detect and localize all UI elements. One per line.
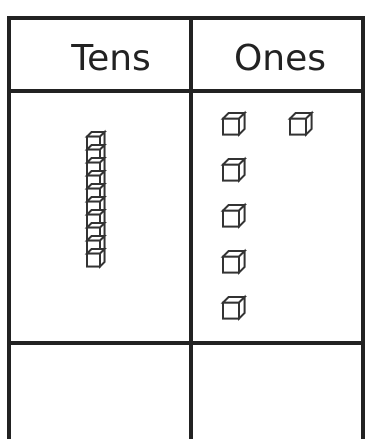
ones-cube bbox=[223, 113, 245, 135]
ones-cube bbox=[223, 205, 245, 227]
tens-answer-cell[interactable] bbox=[11, 345, 189, 437]
ones-cube bbox=[223, 251, 245, 273]
ones-header: Ones bbox=[234, 38, 326, 79]
tens-rod-cube bbox=[87, 249, 105, 267]
tens-rod bbox=[87, 132, 105, 267]
ones-cube bbox=[223, 297, 245, 319]
ones-answer-cell[interactable] bbox=[193, 345, 361, 437]
ones-cube bbox=[290, 113, 312, 135]
ones-cubes bbox=[223, 113, 312, 319]
tens-header: Tens bbox=[70, 38, 151, 79]
ones-cube bbox=[223, 159, 245, 181]
